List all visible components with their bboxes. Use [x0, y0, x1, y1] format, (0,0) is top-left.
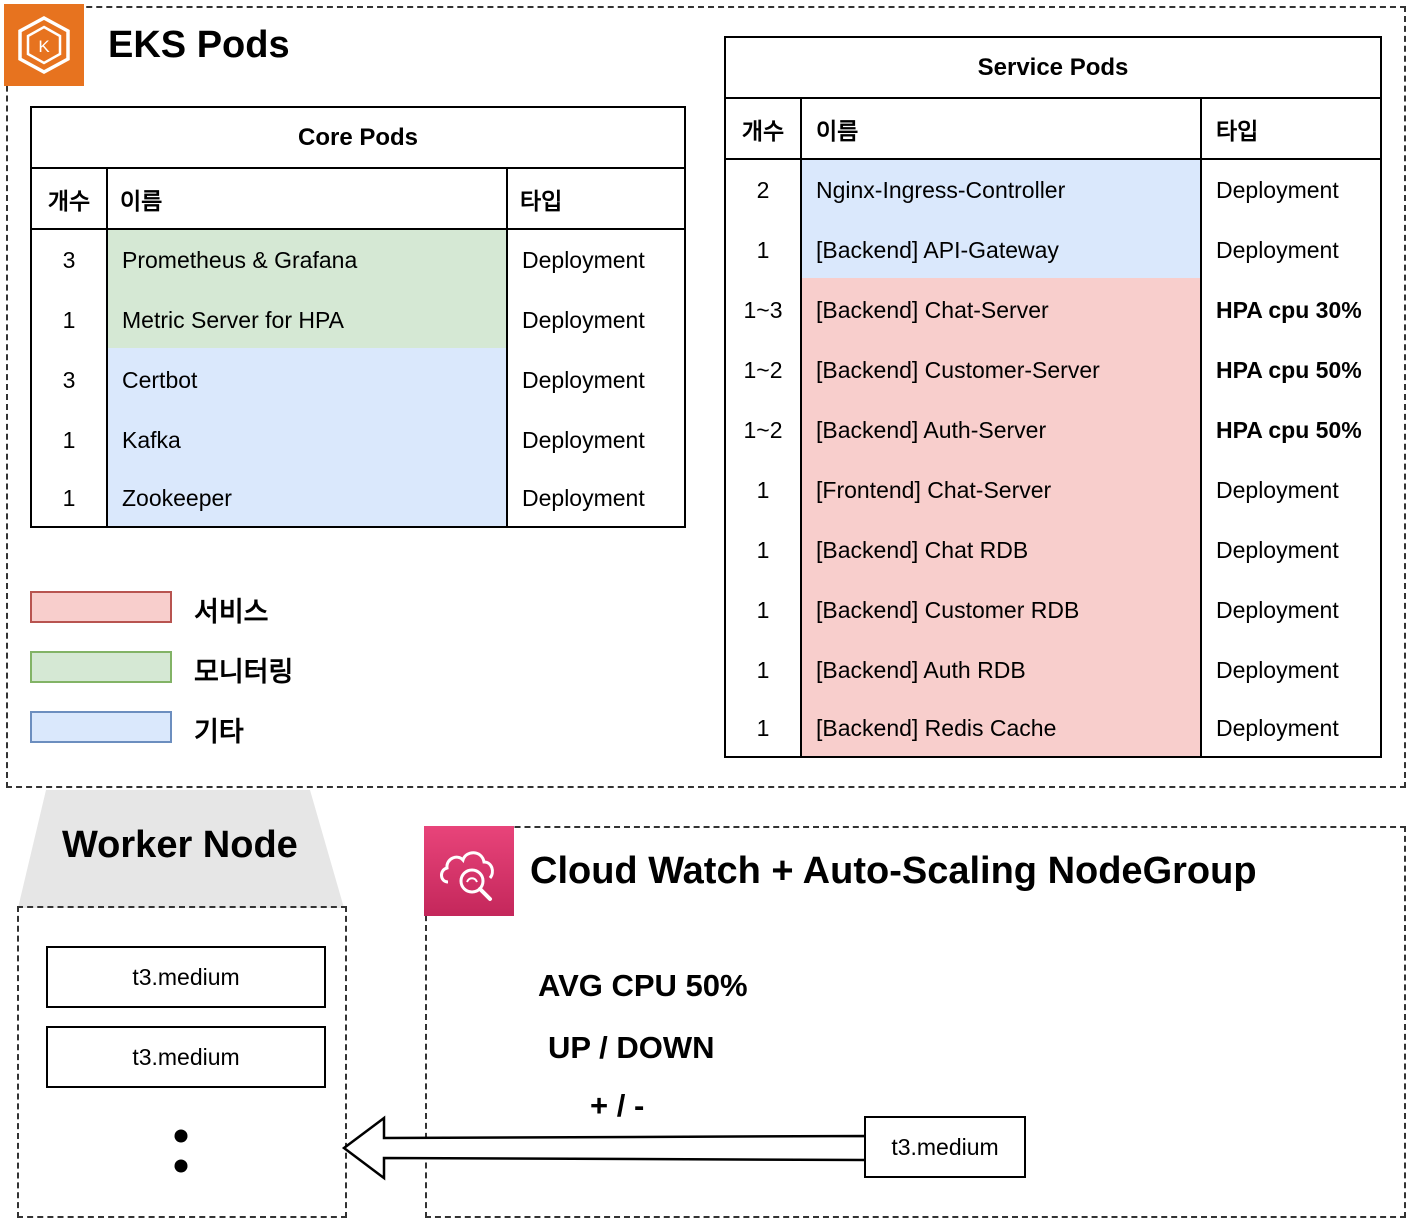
core-row-name: Kafka [122, 426, 181, 453]
cloudwatch-icon [424, 826, 514, 916]
service-service-bg [802, 278, 1200, 756]
core-pods-title: Core Pods [32, 108, 684, 169]
service-row-name: [Backend] Customer-Server [816, 356, 1100, 383]
core-row-name: Metric Server for HPA [122, 306, 344, 333]
service-row-count: 1~3 [743, 296, 783, 323]
service-row-name: [Backend] Redis Cache [816, 714, 1057, 741]
service-row-name: [Backend] Auth-Server [816, 416, 1047, 443]
eks-icon: K [4, 4, 84, 86]
service-row-name: [Backend] Customer RDB [816, 596, 1080, 623]
legend-monitoring-label: 모니터링 [194, 657, 294, 687]
service-row-count: 1 [756, 656, 770, 683]
service-row-name: [Backend] Chat RDB [816, 536, 1029, 563]
service-row-count: 1 [756, 714, 770, 741]
core-row-count: 3 [62, 246, 76, 273]
legend-service-swatch [30, 591, 172, 623]
core-col-type: 타입 [520, 187, 563, 214]
core-row-count: 1 [62, 306, 76, 333]
service-col-count: 개수 [741, 117, 785, 144]
service-row-count: 1 [756, 476, 770, 503]
new-node-instance: t3.medium [864, 1116, 1026, 1178]
core-pods-table: Core Pods 개수 이름 타입 3 Prometheus & Grafan… [30, 106, 686, 528]
core-row-name: Zookeeper [122, 484, 232, 511]
legend-service-label: 서비스 [194, 597, 269, 627]
core-divider-2 [506, 169, 508, 526]
service-row-type: Deployment [1216, 536, 1339, 563]
service-col-name: 이름 [816, 117, 859, 144]
core-divider-1 [106, 169, 108, 526]
plus-minus-label: + / - [590, 1088, 645, 1123]
core-row-name: Prometheus & Grafana [122, 246, 358, 273]
core-row-count: 1 [62, 426, 76, 453]
service-row-type: Deployment [1216, 176, 1339, 203]
eks-pods-region [6, 6, 1406, 788]
core-monitoring-bg [108, 230, 506, 348]
legend-other-label: 기타 [194, 717, 244, 747]
eks-pods-title: EKS Pods [108, 24, 290, 66]
core-row-type: Deployment [522, 366, 645, 393]
service-row-name: [Frontend] Chat-Server [816, 476, 1052, 503]
up-down-label: UP / DOWN [548, 1030, 715, 1065]
service-row-count: 1 [756, 236, 770, 263]
service-divider-2 [1200, 99, 1202, 756]
service-row-name: Nginx-Ingress-Controller [816, 176, 1066, 203]
service-other-bg [802, 160, 1200, 278]
service-pods-table: Service Pods 개수 이름 타입 2 Nginx-Ingress-Co… [724, 36, 1382, 758]
service-row-type: Deployment [1216, 596, 1339, 623]
worker-node-instance: t3.medium [46, 1026, 326, 1088]
core-row-type: Deployment [522, 306, 645, 333]
service-row-type: Deployment [1216, 236, 1339, 263]
service-row-type: Deployment [1216, 656, 1339, 683]
core-col-name: 이름 [120, 187, 163, 214]
scale-arrow [341, 1115, 868, 1181]
service-row-name: [Backend] Auth RDB [816, 656, 1026, 683]
service-pods-title: Service Pods [726, 38, 1380, 99]
worker-node-instance: t3.medium [46, 946, 326, 1008]
service-row-name: [Backend] Chat-Server [816, 296, 1049, 323]
more-nodes-ellipsis [174, 1129, 188, 1173]
service-col-type: 타입 [1216, 117, 1259, 144]
legend-monitoring-swatch [30, 651, 172, 683]
worker-node-title: Worker Node [62, 824, 298, 866]
service-pods-header-row [726, 99, 1380, 160]
service-row-count: 1~2 [743, 416, 783, 443]
service-row-count: 1 [756, 596, 770, 623]
core-pods-header-row [32, 169, 684, 230]
service-row-name: [Backend] API-Gateway [816, 236, 1059, 263]
service-row-count: 1~2 [743, 356, 783, 383]
cloudwatch-region [425, 826, 1406, 1218]
core-other-bg [108, 348, 506, 526]
service-row-type: Deployment [1216, 476, 1339, 503]
service-row-type: HPA cpu 50% [1216, 356, 1362, 383]
core-col-count: 개수 [47, 187, 91, 214]
cloudwatch-title: Cloud Watch + Auto-Scaling NodeGroup [530, 850, 1257, 892]
core-row-count: 3 [62, 366, 76, 393]
service-row-type: HPA cpu 30% [1216, 296, 1362, 323]
service-row-count: 1 [756, 536, 770, 563]
worker-node-trapezoid [18, 790, 344, 908]
core-row-type: Deployment [522, 426, 645, 453]
core-row-type: Deployment [522, 246, 645, 273]
worker-node-region [17, 906, 347, 1218]
core-row-name: Certbot [122, 366, 198, 393]
service-divider-1 [800, 99, 802, 756]
service-row-count: 2 [756, 176, 770, 203]
avg-cpu-label: AVG CPU 50% [538, 968, 748, 1003]
svg-text:K: K [38, 37, 50, 56]
service-row-type: HPA cpu 50% [1216, 416, 1362, 443]
core-row-count: 1 [62, 484, 76, 511]
core-row-type: Deployment [522, 484, 645, 511]
service-row-type: Deployment [1216, 714, 1339, 741]
legend-other-swatch [30, 711, 172, 743]
